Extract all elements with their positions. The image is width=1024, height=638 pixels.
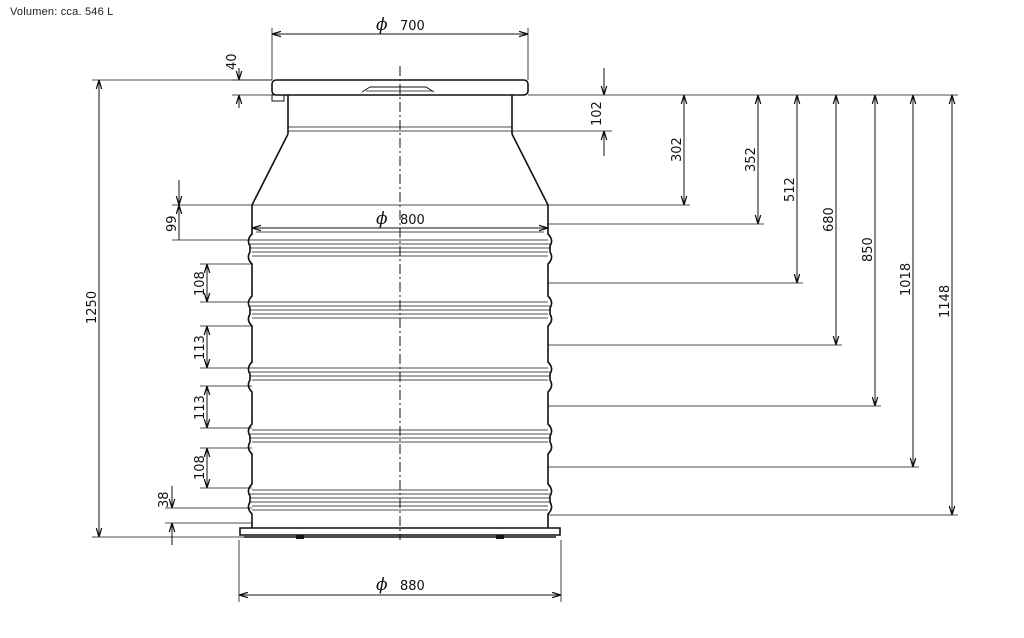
dim-upper-band: 99 [165, 215, 180, 232]
dim-right-512: 512 [783, 177, 798, 202]
diameter-dims: ϕ 700 ϕ 800 ϕ 880 [238, 15, 562, 602]
top-diameter-symbol: ϕ [376, 15, 388, 35]
left-dims: 40 1250 99 108 113 113 108 [85, 53, 272, 545]
tank-shoulder [251, 133, 549, 206]
tank-left-wall [247, 205, 253, 528]
dim-right-352: 352 [744, 147, 759, 172]
dim-right-1018: 1018 [899, 263, 914, 296]
dim-total-height: 1250 [85, 291, 100, 324]
tank-neck [287, 95, 513, 134]
dim-ring-3: 113 [193, 395, 208, 420]
dim-right-302: 302 [670, 137, 685, 162]
tank-right-wall [547, 205, 553, 528]
dim-ring-4: 108 [193, 455, 208, 480]
dim-lid-height: 40 [225, 53, 240, 70]
bottom-diameter-label: 880 [400, 579, 425, 594]
right-dims: 102 302 352 512 680 850 1018 1148 [512, 68, 958, 516]
bottom-diameter-symbol: ϕ [376, 575, 388, 595]
dim-right-850: 850 [861, 237, 876, 262]
dim-ring-1: 108 [193, 271, 208, 296]
top-diameter-label: 700 [400, 19, 425, 34]
dim-right-1148: 1148 [938, 285, 953, 318]
tank-body [239, 66, 561, 540]
dim-neck: 102 [590, 101, 605, 126]
body-diameter-label: 800 [400, 213, 425, 228]
dim-ring-2: 113 [193, 335, 208, 360]
dim-right-680: 680 [822, 207, 837, 232]
body-diameter-symbol: ϕ [376, 209, 388, 229]
volume-note: Volumen: cca. 546 L [10, 6, 114, 18]
lid-handle [361, 86, 435, 93]
dim-bottom-band: 38 [157, 491, 172, 508]
